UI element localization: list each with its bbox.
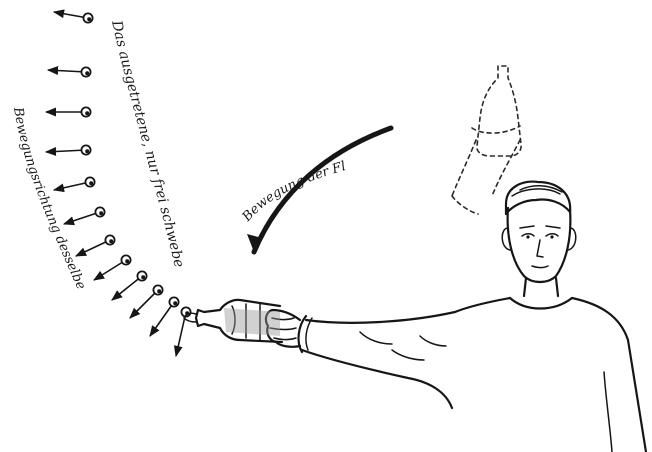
water-drop-shade [85, 111, 89, 115]
drop-velocity-arrow [112, 276, 142, 300]
drop-velocity-arrow [94, 260, 126, 280]
drop-velocity-arrow [64, 212, 100, 224]
drop-velocity-arrow [46, 150, 86, 152]
water-drop-shade [85, 71, 89, 75]
water-drop-shade [89, 181, 93, 185]
direction-label: Bewegungsrichtung desselben [0, 0, 88, 292]
water-drop-shade [141, 275, 145, 279]
water-drop-shade [99, 211, 103, 215]
drop-velocity-arrow [76, 240, 110, 256]
boy-figure [299, 182, 646, 452]
water-drop-shade [109, 239, 113, 243]
drop-velocity-arrow [130, 290, 158, 318]
water-drop-shade [157, 289, 161, 293]
drop-velocity-arrow [48, 70, 86, 72]
drop-velocity-arrow [150, 302, 174, 336]
water-drop-shade [87, 17, 91, 21]
direction-label-path: Bewegungsrichtung desselben [0, 0, 88, 292]
water-drop-shade [85, 149, 89, 153]
drop-velocity-arrow [54, 182, 90, 190]
water-drop-shade [125, 259, 129, 263]
water-drop-shade [173, 301, 177, 305]
